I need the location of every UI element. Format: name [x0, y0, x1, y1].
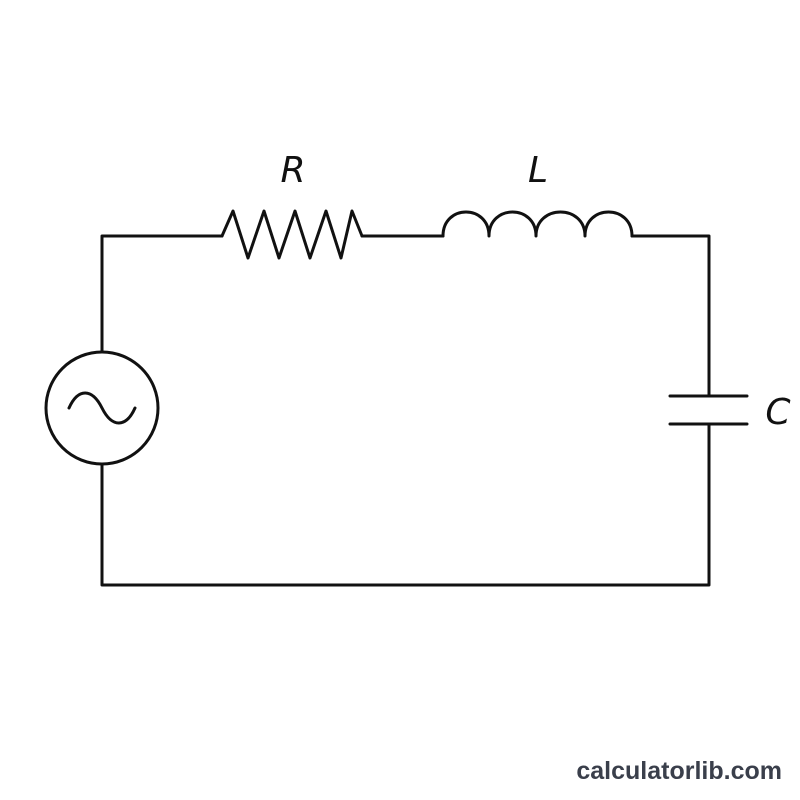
wire-right-top	[630, 234, 711, 398]
resistor-label: R	[280, 150, 305, 191]
wire-left-top	[100, 234, 224, 354]
inductor-symbol	[441, 210, 634, 238]
inductor-label: L	[528, 150, 548, 191]
sine-wave-icon	[67, 391, 137, 425]
capacitor-label: C	[765, 392, 791, 433]
ac-source-circle	[44, 350, 160, 466]
resistor-symbol	[220, 209, 364, 260]
wire-bottom	[100, 422, 711, 587]
watermark-text: calculatorlib.com	[576, 757, 782, 785]
